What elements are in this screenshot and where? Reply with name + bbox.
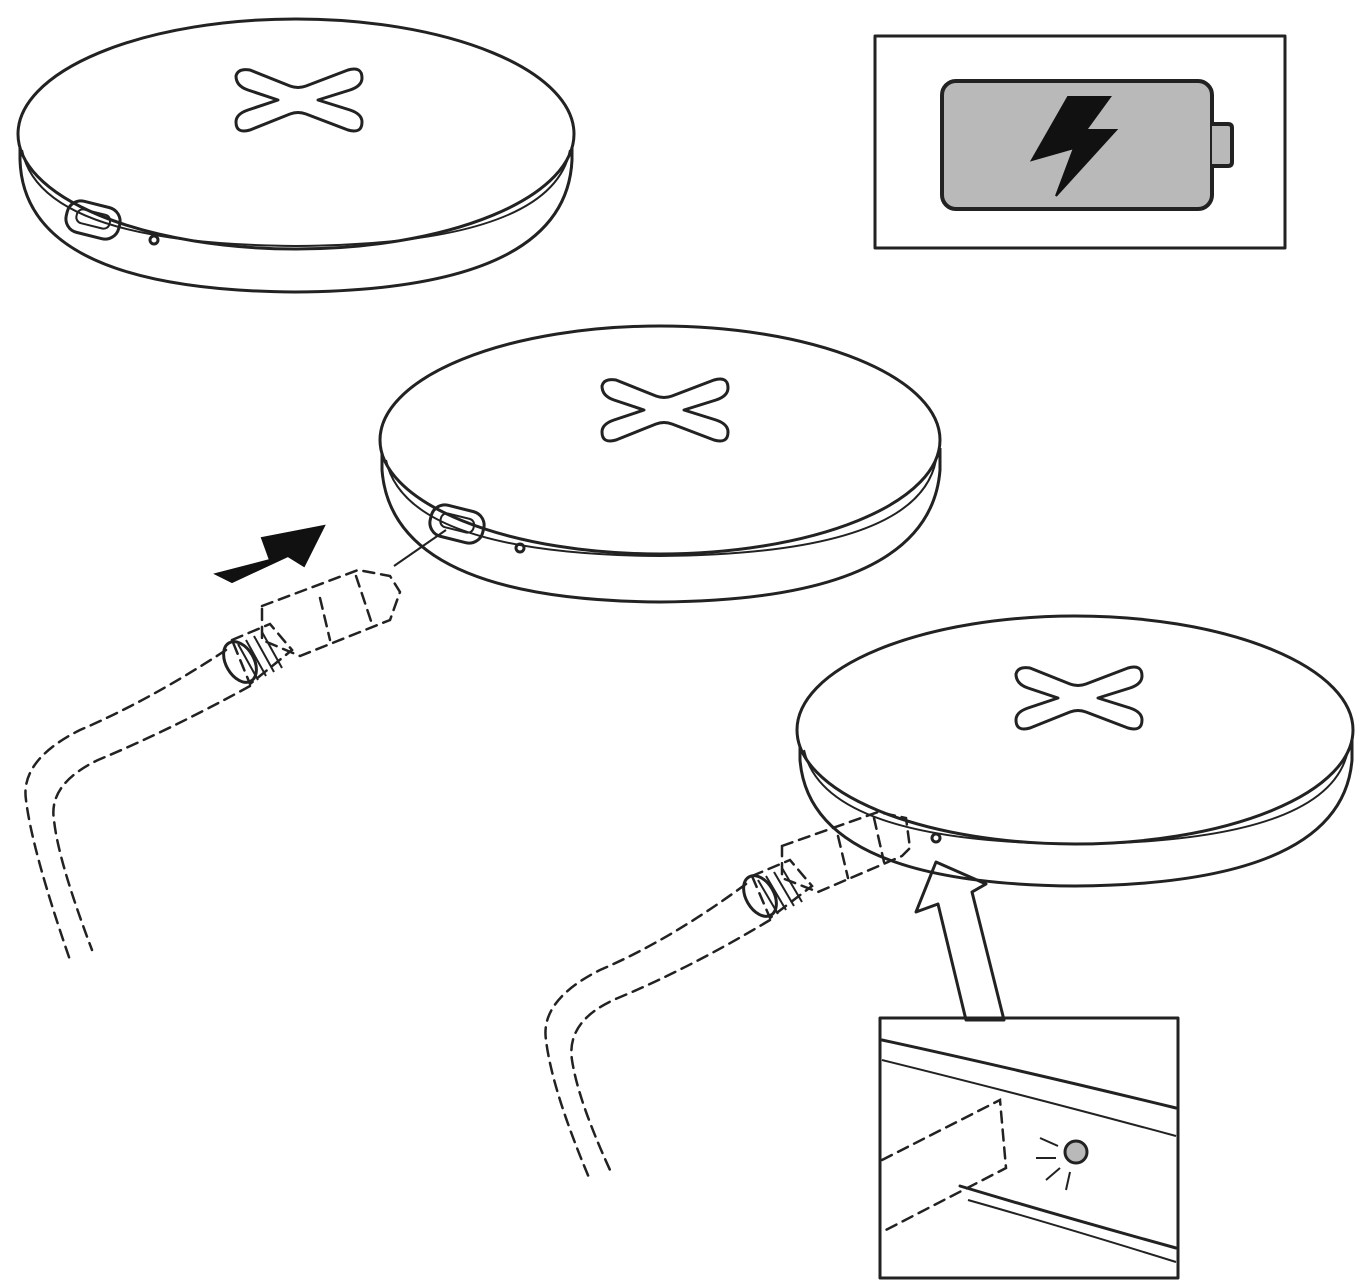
battery-charging-panel bbox=[873, 34, 1287, 250]
lightning-bolt-icon bbox=[1029, 96, 1119, 197]
usb-c-port bbox=[64, 199, 122, 241]
indicator-light bbox=[930, 832, 942, 844]
indicator-light-glowing bbox=[1063, 1139, 1089, 1165]
pad-plug-in-cable bbox=[378, 324, 942, 604]
usb-c-cable-plugging bbox=[24, 568, 402, 962]
battery-charging-icon bbox=[940, 79, 1234, 211]
usb-c-cable-connected bbox=[544, 810, 912, 1182]
indicator-light bbox=[514, 542, 526, 554]
usb-c-port bbox=[428, 503, 486, 545]
light-rays bbox=[1036, 1137, 1071, 1191]
pad-unplugged bbox=[16, 17, 576, 294]
indicator-light bbox=[148, 234, 160, 246]
arrow-right-icon bbox=[213, 524, 326, 584]
indicator-light-zoom-inset bbox=[878, 1016, 1180, 1280]
arrow-up-icon bbox=[914, 860, 1006, 1022]
pad-indicator-light-on bbox=[795, 614, 1355, 888]
